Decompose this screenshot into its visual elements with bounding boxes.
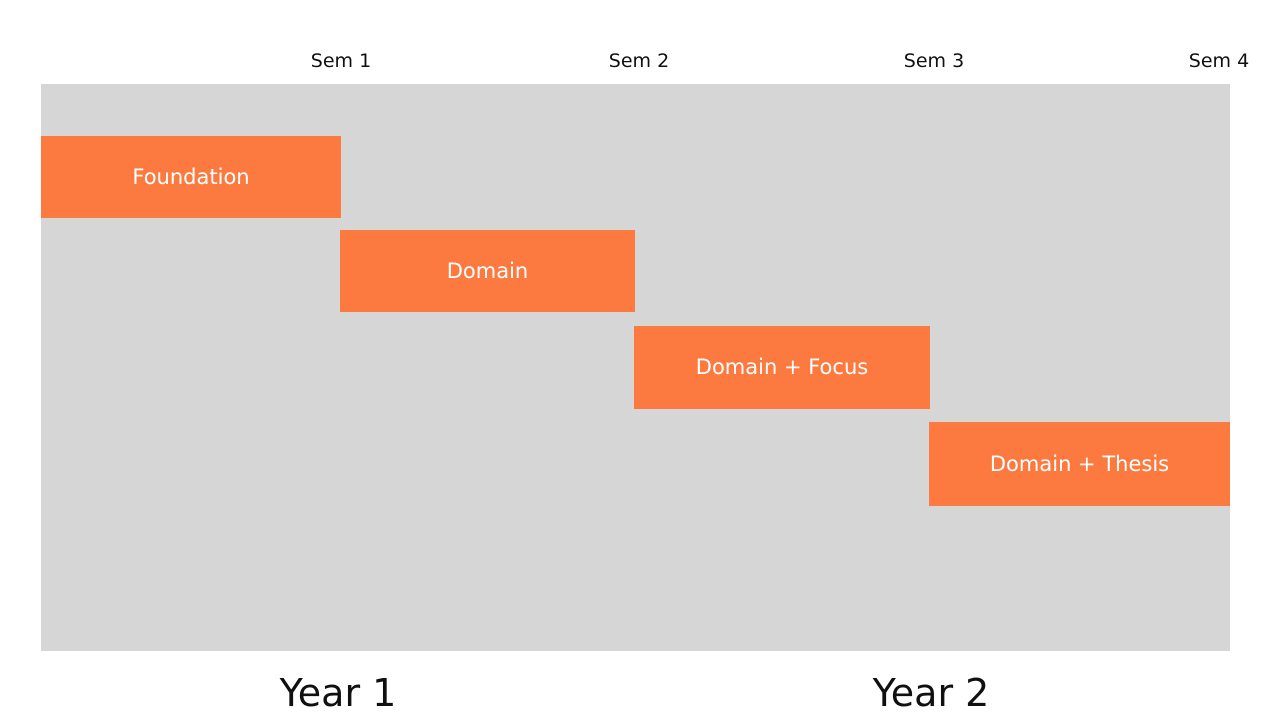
phase-bar-label: Domain + Focus	[695, 355, 869, 379]
semester-tick-2: Sem 2	[608, 50, 670, 72]
phase-bar-label: Foundation	[132, 164, 250, 189]
year-group-label-1: Year 1	[279, 671, 397, 715]
chart-plot-area: Foundation Domain Domain + Focus Domain …	[41, 84, 1230, 712]
phase-bar-domain-focus[interactable]: Domain + Focus	[634, 326, 930, 409]
phase-bar-label: Domain	[446, 258, 529, 283]
semester-tick-1: Sem 1	[310, 50, 372, 72]
year-group-label-2: Year 2	[872, 671, 990, 715]
semester-tick-4: Sem 4	[1188, 50, 1250, 72]
phase-bar-domain-thesis[interactable]: Domain + Thesis	[929, 422, 1230, 506]
phase-bar-foundation[interactable]: Foundation	[41, 136, 341, 218]
phase-bar-label: Domain + Thesis	[989, 451, 1170, 476]
semester-tick-3: Sem 3	[903, 50, 965, 72]
phase-bar-domain[interactable]: Domain	[340, 230, 635, 312]
